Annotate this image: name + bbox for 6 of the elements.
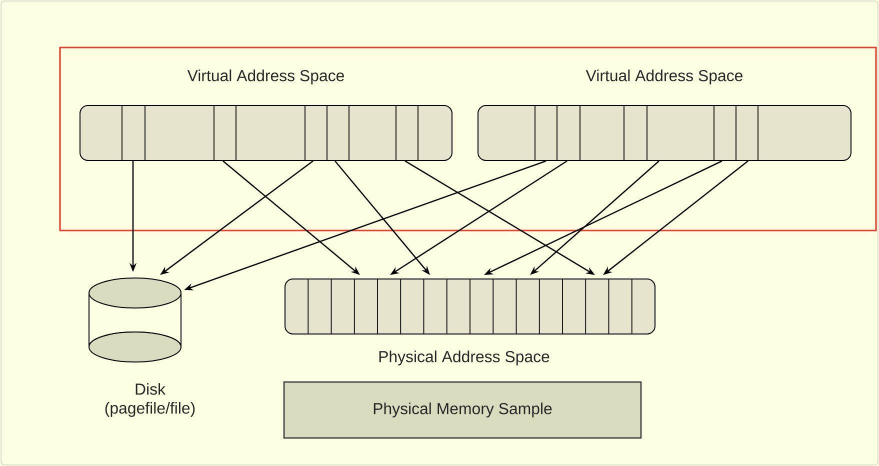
disk-label: Disk (pagefile/file) bbox=[105, 383, 195, 417]
bar-label: Physical Address Space bbox=[379, 350, 550, 366]
sample-box: Physical Memory Sample bbox=[284, 382, 642, 438]
bar-heading: Virtual Address Space bbox=[586, 70, 742, 84]
bar-heading: Virtual Address Space bbox=[187, 70, 344, 84]
frame-box bbox=[59, 46, 877, 232]
